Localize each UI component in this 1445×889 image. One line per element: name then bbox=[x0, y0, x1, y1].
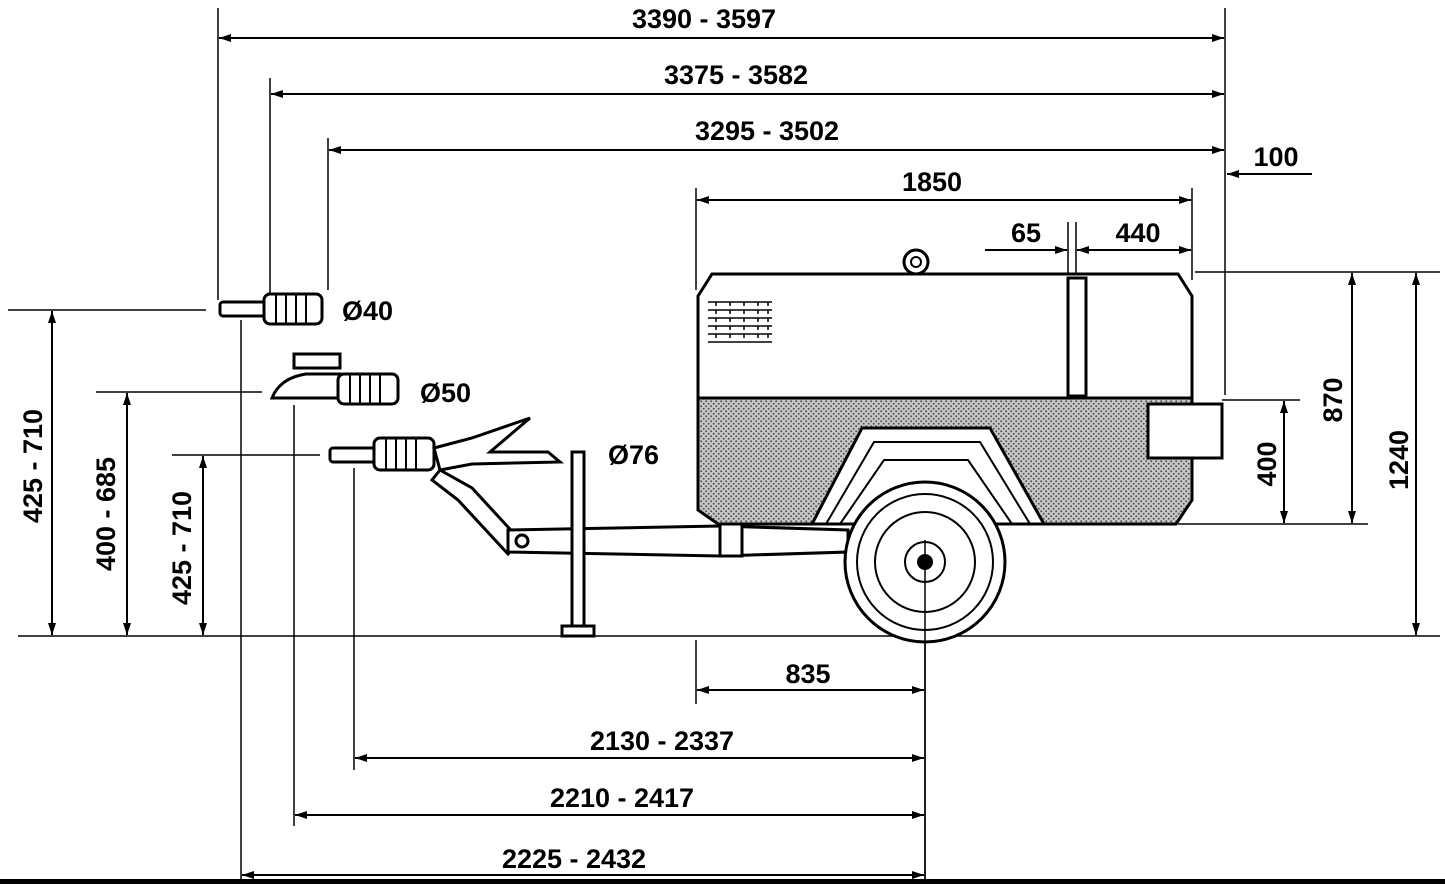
dim-label: 100 bbox=[1253, 142, 1298, 172]
coupling-label: Ø76 bbox=[608, 440, 659, 470]
dim-height-400: 400 bbox=[1252, 401, 1288, 523]
dim-label: 3375 - 3582 bbox=[664, 60, 808, 90]
dim-axle-to-eye-40: 2225 - 2432 bbox=[242, 844, 924, 879]
dim-body-length: 1850 bbox=[697, 167, 1191, 204]
dim-height-1240: 1240 bbox=[1384, 273, 1420, 635]
dim-height-eye-76: 425 - 710 bbox=[167, 456, 207, 635]
dim-label: 425 - 710 bbox=[167, 491, 197, 605]
dim-label: 400 - 685 bbox=[91, 457, 121, 571]
dim-label: 1240 bbox=[1384, 430, 1414, 490]
dim-label: 2210 - 2417 bbox=[550, 783, 694, 813]
dim-overall-length-2: 3375 - 3582 bbox=[271, 60, 1224, 98]
dim-label: 835 bbox=[785, 659, 830, 689]
drawbar bbox=[429, 416, 850, 558]
coupling-ball-50: Ø50 bbox=[269, 352, 471, 408]
jockey-leg bbox=[560, 450, 596, 638]
dim-gap-65: 65 bbox=[985, 218, 1067, 254]
dim-label: 400 bbox=[1252, 441, 1282, 486]
dim-height-eye-40: 425 - 710 bbox=[18, 311, 56, 635]
dim-rear-440: 440 bbox=[1077, 218, 1191, 254]
dim-label: 3390 - 3597 bbox=[632, 4, 776, 34]
coupling-label: Ø50 bbox=[420, 378, 471, 408]
dim-offset-right: 100 bbox=[1227, 142, 1312, 178]
dim-axle-to-eye-50: 2210 - 2417 bbox=[295, 783, 924, 819]
coupling-eye-40: Ø40 bbox=[218, 292, 393, 326]
dim-axle-to-front: 835 bbox=[697, 659, 924, 694]
dim-label: 3295 - 3502 bbox=[695, 116, 839, 146]
dim-height-870: 870 bbox=[1318, 273, 1356, 523]
coupling-eye-76: Ø76 bbox=[328, 436, 659, 472]
dim-overall-length-1: 3390 - 3597 bbox=[219, 4, 1224, 42]
dim-overall-length-3: 3295 - 3502 bbox=[329, 116, 1224, 154]
dim-height-eye-50: 400 - 685 bbox=[91, 393, 131, 635]
dim-label: 65 bbox=[1011, 218, 1041, 248]
dim-label: 2225 - 2432 bbox=[502, 844, 646, 874]
dim-label: 870 bbox=[1318, 377, 1348, 422]
dim-label: 1850 bbox=[902, 167, 962, 197]
coupling-label: Ø40 bbox=[342, 296, 393, 326]
dim-label: 2130 - 2337 bbox=[590, 726, 734, 756]
dim-axle-to-eye-76: 2130 - 2337 bbox=[355, 726, 924, 762]
dim-label: 440 bbox=[1115, 218, 1160, 248]
dim-label: 425 - 710 bbox=[18, 409, 48, 523]
